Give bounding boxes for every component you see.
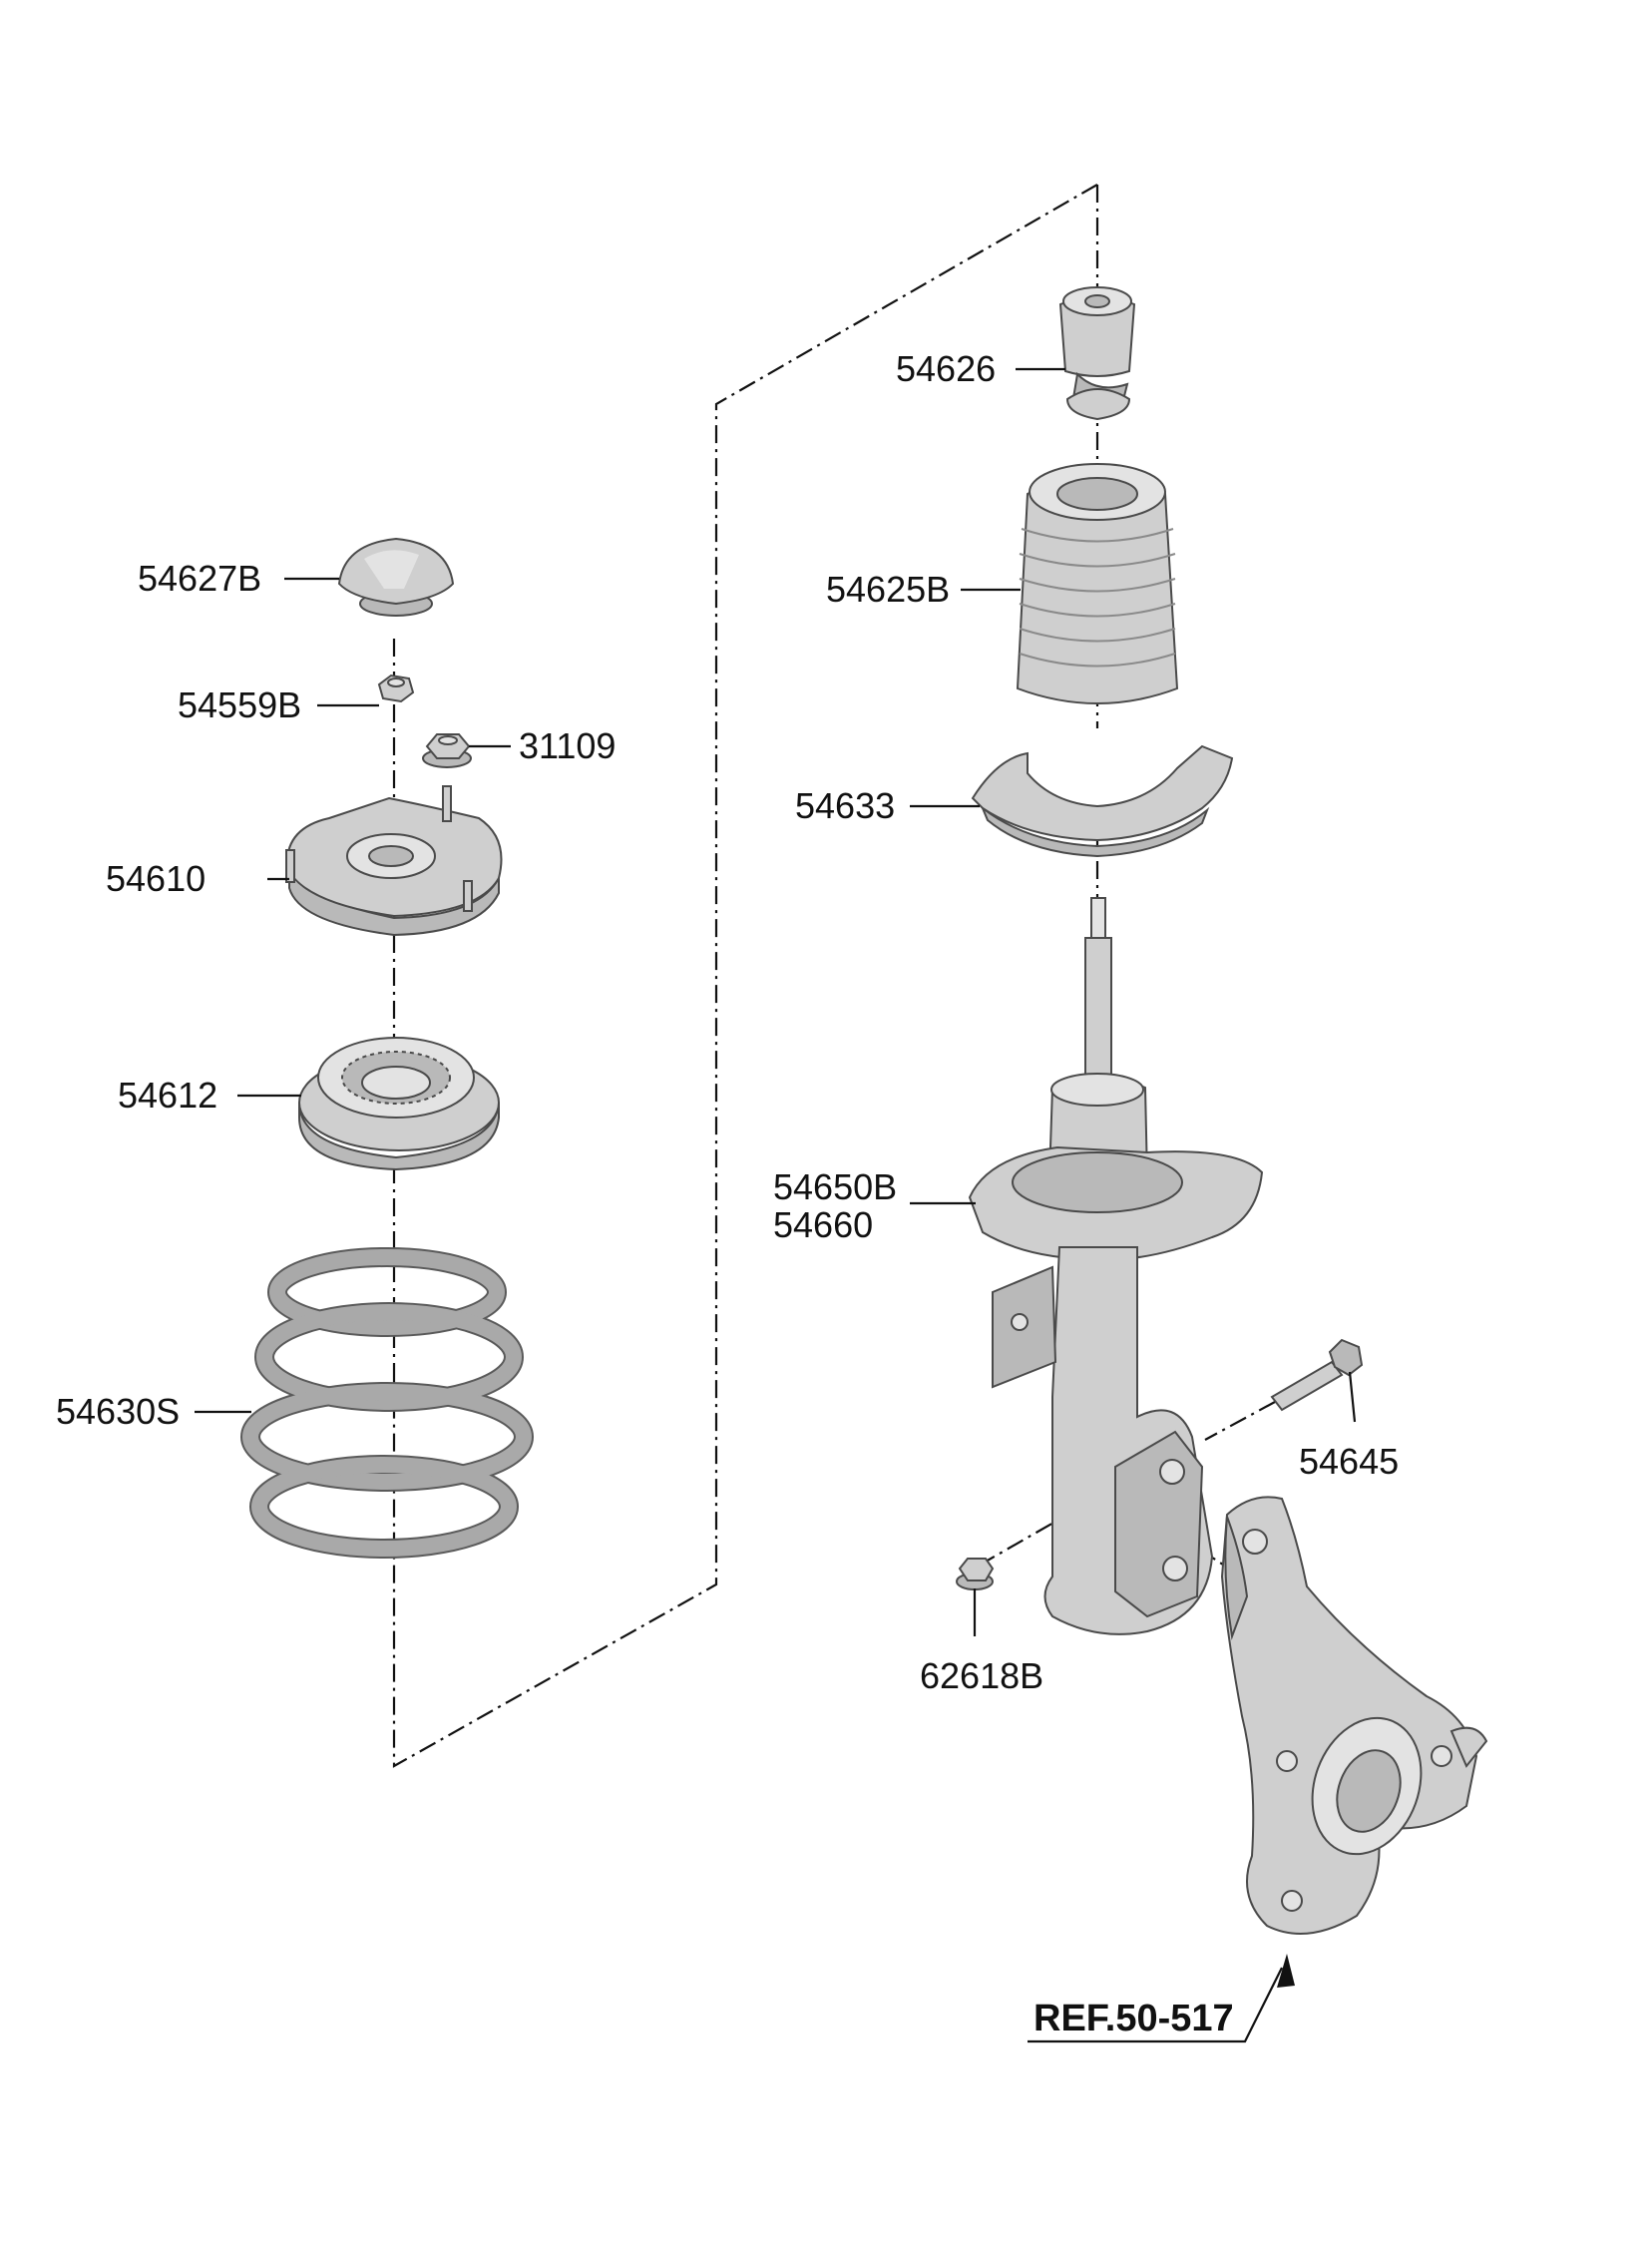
reference-label: REF.50-517 [1033,1998,1234,2039]
label-54660: 54660 [773,1204,873,1245]
label-54645: 54645 [1299,1441,1399,1482]
bolt-icon [1270,1338,1364,1412]
leader-lines [195,367,1357,2043]
label-54559B: 54559B [178,684,301,725]
dust-cap-icon [337,537,455,617]
label-54612: 54612 [118,1075,217,1116]
label-54627B: 54627B [138,558,261,599]
spring-pad-icon [971,744,1234,858]
strut-bearing-icon [298,1037,500,1171]
label-31109: 31109 [519,725,616,766]
strut-mount-icon [285,785,503,937]
dust-cover-icon [1016,463,1179,704]
label-62618B: 62618B [920,1655,1043,1696]
flange-nut-icon [422,733,472,768]
coil-spring-icon [240,1247,534,1559]
label-54625B: 54625B [826,569,950,610]
label-54610: 54610 [106,858,206,899]
label-54633: 54633 [795,785,895,826]
label-54650B: 54650B [773,1166,897,1207]
label-54626: 54626 [896,348,996,389]
hex-nut-icon [377,674,415,703]
label-54630S: 54630S [56,1391,180,1432]
strut-assembly-icon [968,897,1264,1635]
bump-stopper-icon [1058,286,1136,421]
flange-nut-icon-lower [956,1558,995,1590]
steering-knuckle-icon [1220,1496,1488,1935]
part-number-labels: 54627B 54559B 31109 54610 54612 54630S 5… [56,348,1399,2039]
